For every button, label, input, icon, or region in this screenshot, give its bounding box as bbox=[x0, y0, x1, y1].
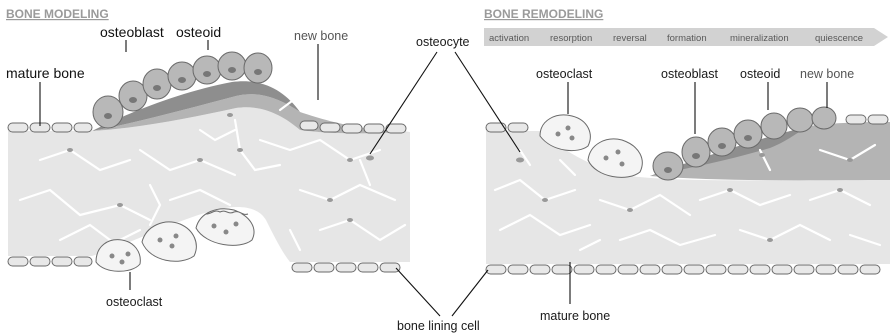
label-osteoclast-right: osteoclast bbox=[536, 67, 593, 81]
label-bone-lining-cell: bone lining cell bbox=[397, 319, 480, 333]
label-new-bone-right: new bone bbox=[800, 67, 854, 81]
leader-lining-left bbox=[396, 268, 440, 316]
label-osteocyte: osteocyte bbox=[416, 35, 470, 49]
leader-lining-right bbox=[452, 270, 488, 316]
label-osteoblast-right: osteoblast bbox=[661, 67, 719, 81]
label-osteoid-left: osteoid bbox=[176, 24, 221, 40]
heading-bone-modeling: BONE MODELING bbox=[6, 7, 109, 21]
label-osteoblast-left: osteoblast bbox=[100, 24, 164, 40]
remodeling-stage-arrow: activation resorption reversal formation… bbox=[484, 28, 888, 46]
stage-mineralization: mineralization bbox=[730, 33, 789, 44]
stage-reversal: reversal bbox=[613, 33, 647, 44]
bone-remodeling-panel bbox=[486, 107, 890, 274]
bone-lining-cells-bottom-right bbox=[486, 265, 880, 274]
stage-activation: activation bbox=[489, 33, 529, 44]
stage-resorption: resorption bbox=[550, 33, 592, 44]
heading-bone-remodeling: BONE REMODELING bbox=[484, 7, 603, 21]
stage-formation: formation bbox=[667, 33, 707, 44]
label-new-bone-left: new bone bbox=[294, 29, 348, 43]
label-osteoid-right: osteoid bbox=[740, 67, 780, 81]
label-osteoclast-left: osteoclast bbox=[106, 295, 163, 309]
label-mature-bone-right: mature bone bbox=[540, 309, 610, 323]
stage-quiescence: quiescence bbox=[815, 33, 863, 44]
label-mature-bone-left: mature bone bbox=[6, 65, 85, 81]
bone-modeling-panel bbox=[8, 52, 410, 272]
